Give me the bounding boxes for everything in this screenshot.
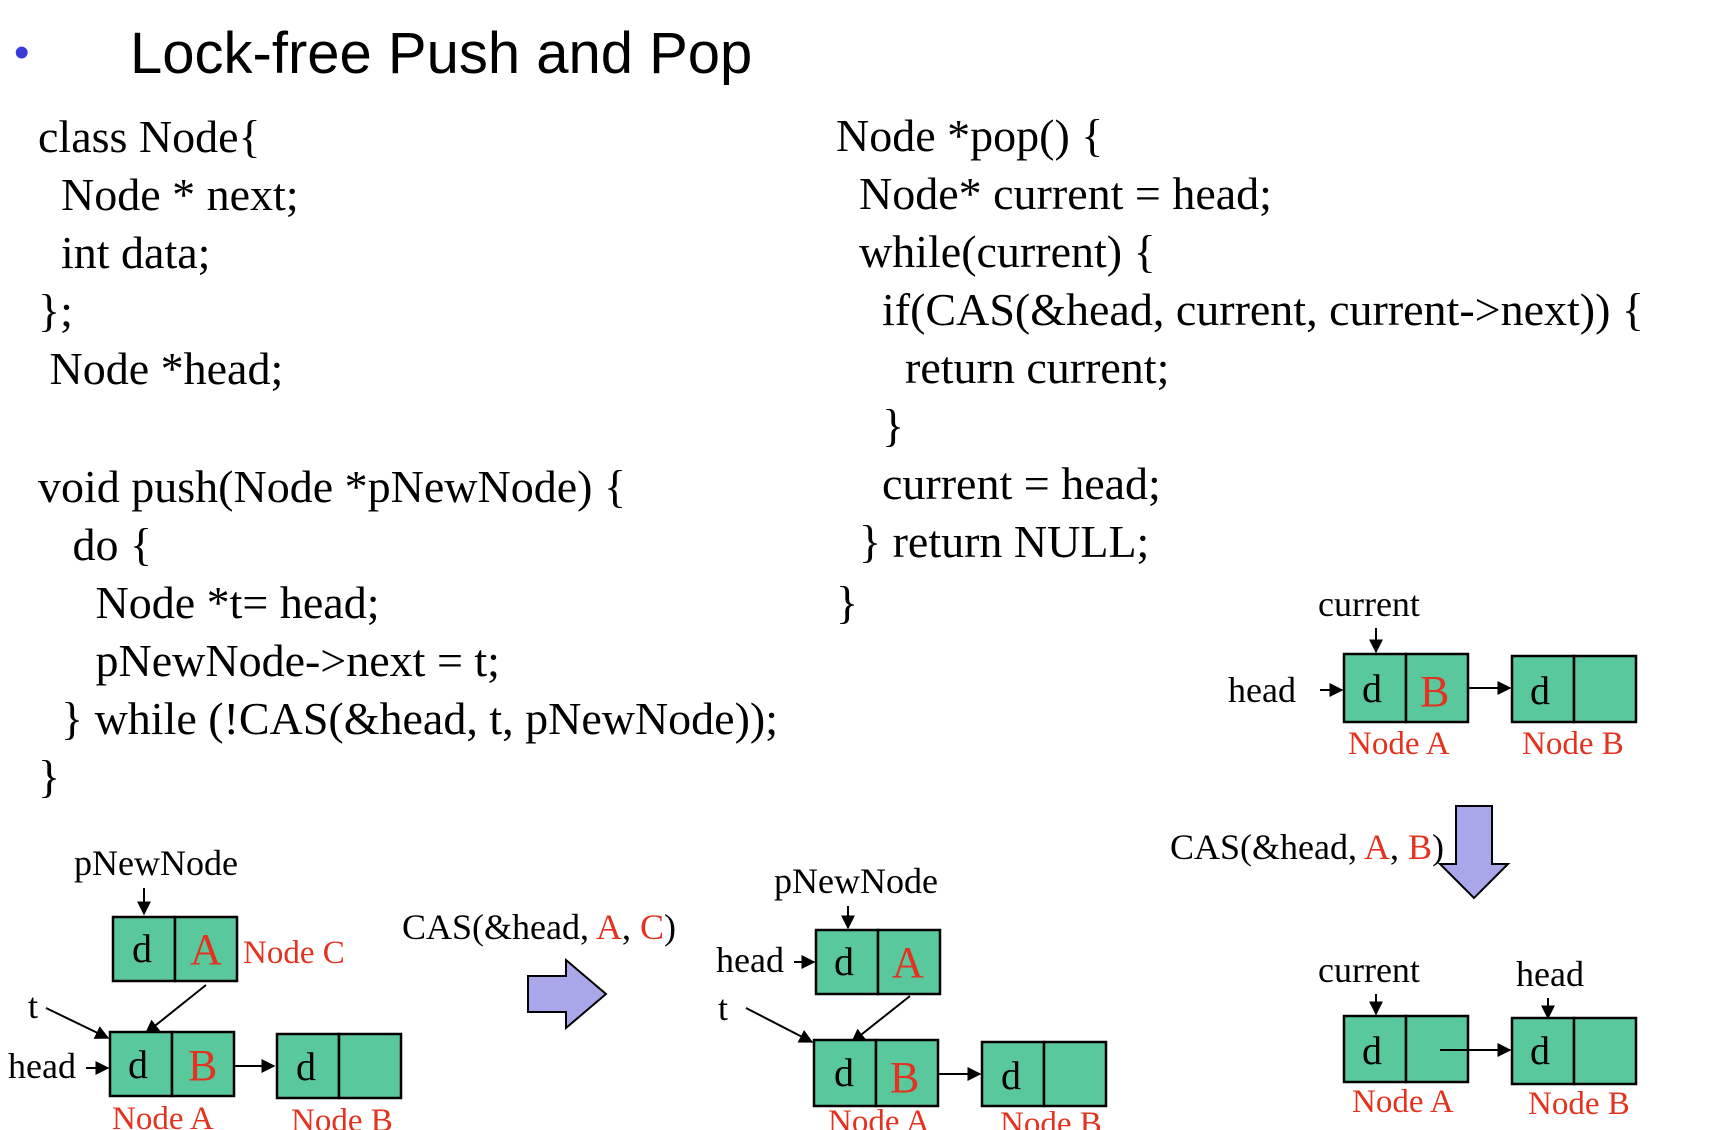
code-line: }	[836, 400, 905, 451]
pop-cas-prefix: CAS(&head,	[1170, 827, 1364, 867]
code-line: pNewNode->next = t;	[38, 635, 500, 686]
code-line: current = head;	[836, 458, 1161, 509]
pop-cas-label: CAS(&head, A, B)	[1170, 827, 1444, 867]
node-c-next-arrow	[850, 995, 911, 1043]
code-line: while(current) {	[836, 226, 1156, 277]
node-a-data: d	[834, 1050, 854, 1095]
head-label: head	[1516, 954, 1584, 994]
title-bullet: •	[14, 28, 30, 77]
head-label: head	[8, 1046, 76, 1086]
node-a-data-cell	[812, 1038, 878, 1108]
code-line: return current;	[836, 342, 1170, 393]
node-a-data: d	[128, 1042, 148, 1087]
code-line: }	[836, 577, 859, 628]
push-cas-prefix: CAS(&head,	[402, 907, 596, 947]
code-line: }	[38, 751, 61, 802]
node-a-data: d	[1362, 1028, 1382, 1073]
pop-before-diagram: current head d B Node A d Node B	[1228, 584, 1638, 762]
node-a-name: Node A	[1348, 726, 1450, 762]
node-a-name: Node A	[1352, 1084, 1454, 1120]
head-label: head	[716, 940, 784, 980]
node-a-ptr: B	[890, 1053, 919, 1102]
pnewnode-label: pNewNode	[74, 843, 238, 883]
node-c-ptr-cell	[876, 928, 942, 996]
push-after-diagram: pNewNode head d A t d B Node A d Node B	[716, 861, 1108, 1130]
code-line: Node *pop() {	[836, 110, 1104, 161]
node-c-data: d	[834, 939, 854, 984]
node-b-data-cell	[1510, 654, 1576, 724]
node-b-ptr-cell	[1572, 1016, 1638, 1086]
node-c-data: d	[132, 926, 152, 971]
code-line: void push(Node *pNewNode) {	[38, 461, 627, 512]
t-label: t	[28, 986, 38, 1026]
node-b-name: Node B	[1522, 726, 1624, 762]
right-arrow-icon	[527, 957, 608, 1031]
code-line: Node *t= head;	[38, 577, 380, 628]
node-b-name: Node B	[291, 1103, 393, 1130]
pop-cas-suffix: )	[1432, 827, 1444, 867]
slide-title: Lock-free Push and Pop	[130, 21, 753, 86]
node-b-data: d	[296, 1044, 316, 1089]
current-label: current	[1318, 584, 1420, 624]
node-a-data-cell	[1342, 1014, 1408, 1084]
pop-cas-arg2: B	[1408, 827, 1432, 867]
code-line: Node *head;	[38, 343, 284, 394]
t-arrow	[745, 1007, 814, 1043]
head-label: head	[1228, 670, 1296, 710]
node-b-ptr-cell	[1572, 654, 1638, 724]
code-line: class Node{	[38, 111, 261, 162]
node-b-data: d	[1001, 1053, 1021, 1098]
node-c-next-arrow	[144, 984, 207, 1034]
node-a-name: Node A	[112, 1101, 214, 1130]
node-a-ptr: B	[1420, 667, 1449, 716]
node-c-name: Node C	[243, 935, 345, 971]
push-cas-arg1: A	[596, 907, 622, 947]
code-line: Node * next;	[38, 169, 299, 220]
code-line: Node* current = head;	[836, 168, 1272, 219]
t-arrow	[45, 1007, 110, 1039]
t-label: t	[718, 988, 728, 1028]
pop-cas-arg1: A	[1364, 827, 1390, 867]
node-a-name: Node A	[828, 1104, 930, 1130]
code-line: } return NULL;	[836, 516, 1150, 567]
node-c-ptr: A	[892, 938, 924, 987]
push-cas-arg2: C	[640, 907, 664, 947]
push-cas-sep: ,	[622, 907, 640, 947]
node-a-data-cell	[1342, 652, 1408, 724]
node-b-name: Node B	[1528, 1086, 1630, 1122]
pop-cas-sep: ,	[1390, 827, 1408, 867]
node-b-name: Node B	[1000, 1106, 1102, 1130]
node-a-ptr: B	[188, 1041, 217, 1090]
pnewnode-label: pNewNode	[774, 861, 938, 901]
code-line: } while (!CAS(&head, t, pNewNode));	[38, 693, 779, 744]
code-line: int data;	[38, 227, 211, 278]
node-c-ptr: A	[190, 925, 222, 974]
code-line: if(CAS(&head, current, current->next)) {	[836, 284, 1645, 335]
push-cas-label: CAS(&head, A, C)	[402, 907, 676, 947]
node-b-ptr-cell	[337, 1032, 403, 1100]
node-a-ptr-cell	[170, 1030, 236, 1098]
node-c-ptr-cell	[173, 915, 239, 983]
node-a-ptr-cell	[874, 1038, 940, 1108]
code-line: do {	[38, 519, 153, 570]
node-b-ptr-cell	[1042, 1040, 1108, 1108]
node-c-data-cell	[111, 915, 177, 983]
down-arrow-icon	[1437, 805, 1511, 900]
code-line: };	[38, 285, 73, 336]
push-before-diagram: pNewNode d A Node C t head d B Node A d …	[8, 843, 403, 1130]
node-a-data-cell	[108, 1030, 174, 1098]
node-b-data: d	[1530, 668, 1550, 713]
push-cas-suffix: )	[664, 907, 676, 947]
node-b-data: d	[1530, 1028, 1550, 1073]
current-label: current	[1318, 950, 1420, 990]
node-a-data: d	[1362, 666, 1382, 711]
pop-after-diagram: current head d Node A d Node B	[1318, 950, 1638, 1122]
